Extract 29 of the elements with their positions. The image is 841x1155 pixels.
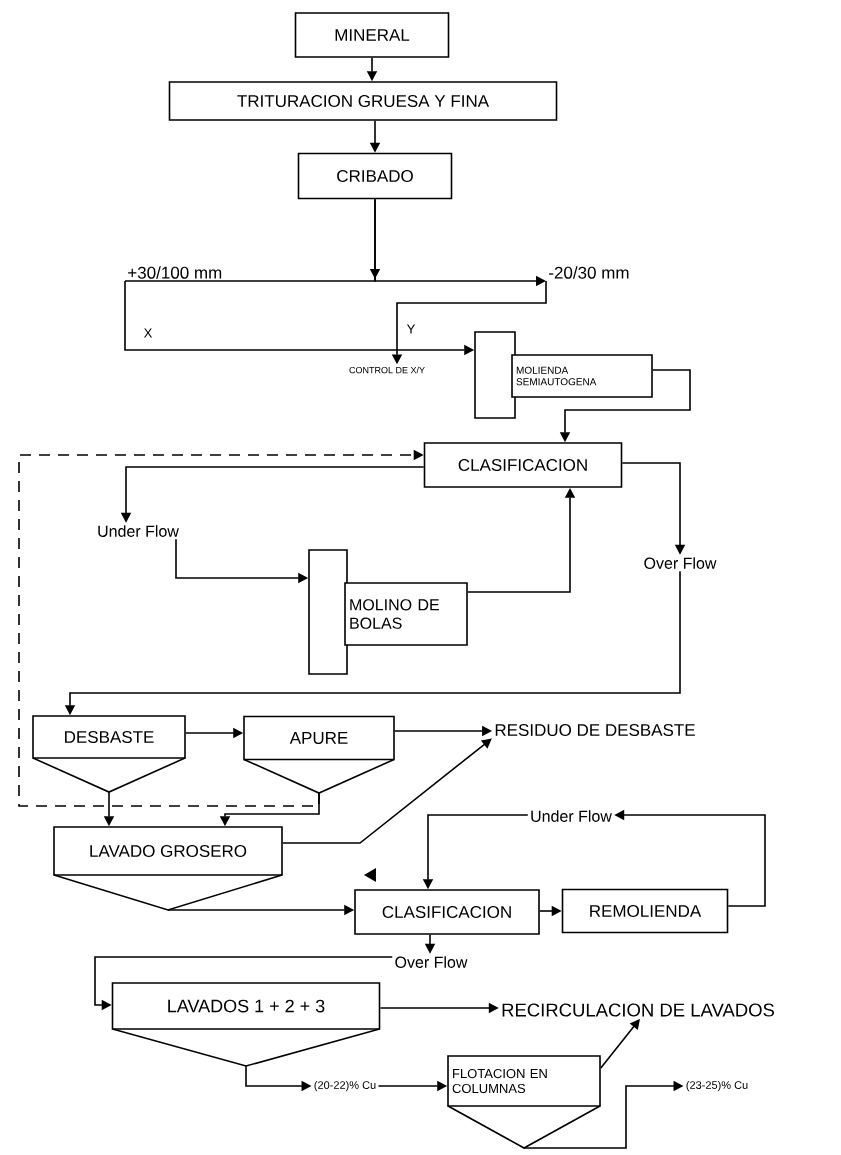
process-box: CLASIFICACION	[354, 889, 540, 935]
process-box: CLASIFICACION	[423, 442, 623, 488]
stream-label: RECIRCULACION DE LAVADOS	[502, 1003, 775, 1017]
mill-drum	[308, 549, 348, 675]
process-box: REMOLIENDA	[561, 888, 729, 934]
flotation-cell: DESBASTE	[32, 715, 186, 793]
edge-label: X	[142, 327, 154, 339]
process-box: TRITURACION GRUESA Y FINA	[168, 81, 558, 121]
stream-label: Under Flow	[98, 525, 179, 537]
edge-label: Y	[405, 323, 417, 335]
stream-label: Under Flow	[531, 810, 612, 822]
flotation-cell: APURE	[243, 715, 395, 794]
stream-label: -20/30 mm	[549, 266, 629, 279]
stream-label: (20-22)% Cu	[314, 1080, 376, 1092]
stream-label: Over Flow	[644, 557, 717, 569]
process-box: MINERAL	[294, 12, 450, 58]
process-box: CRIBADO	[297, 152, 453, 200]
arrow	[282, 738, 492, 844]
stream-label: +30/100 mm	[128, 266, 222, 279]
stream-label: RESIDUO DE DESBASTE	[495, 724, 695, 737]
process-box: MOLIENDA SEMIAUTOGENA	[511, 354, 653, 398]
process-box: MOLINO DE BOLAS	[344, 582, 468, 646]
mill-drum	[474, 331, 516, 419]
flotation-cell: LAVADO GROSERO	[53, 826, 283, 911]
stream-label: CONTROL DE X/Y	[349, 366, 425, 374]
stream-label: (23-25)% Cu	[686, 1080, 748, 1092]
stream-label: Over Flow	[395, 956, 468, 968]
flotation-cell: FLOTACION EN COLUMNAS	[447, 1055, 601, 1149]
flotation-cell: LAVADOS 1 + 2 + 3	[111, 982, 381, 1067]
